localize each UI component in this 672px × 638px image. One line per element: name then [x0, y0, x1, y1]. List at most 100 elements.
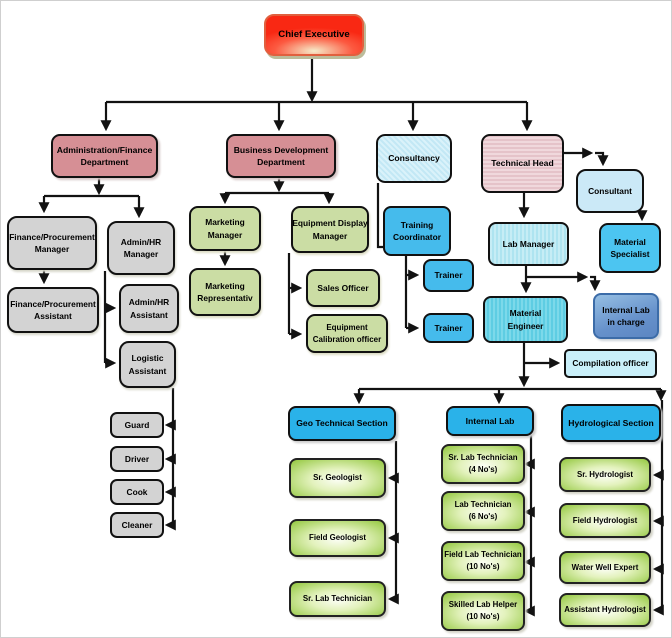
node-label: Lab Technician: [454, 500, 512, 510]
node-compilation-officer: Compilation officer: [564, 349, 657, 378]
node-water-well-expert: Water Well Expert: [559, 551, 651, 584]
node-label: Specialist: [610, 249, 650, 259]
node-label: Finance/Procurement: [9, 231, 95, 242]
node-label: (10 No's): [466, 612, 500, 621]
node-label: Geo Technical Section: [296, 418, 388, 429]
node-label: Assistant Hydrologist: [564, 605, 646, 615]
node-label: Cook: [126, 486, 148, 497]
node-driver: Driver: [110, 446, 164, 472]
node-training-coordinator: Training Coordinator: [383, 206, 451, 256]
node-label: Department: [257, 157, 305, 167]
node-label: Marketing: [205, 217, 245, 228]
node-label: Assistant: [128, 365, 167, 376]
node-label: Coordinator: [393, 232, 441, 242]
node-label: Consultancy: [388, 153, 440, 164]
node-il-skilled-lab-helper: Skilled Lab Helper (10 No's): [441, 591, 525, 631]
node-label: Material: [614, 236, 646, 247]
node-field-hydrologist: Field Hydrologist: [559, 503, 651, 538]
node-label: Manager: [312, 230, 348, 241]
node-label: Field Geologist: [309, 533, 366, 543]
node-label: Compilation officer: [572, 358, 649, 369]
node-label: (6 No's): [468, 512, 498, 521]
node-assistant-hydrologist: Assistant Hydrologist: [559, 593, 651, 627]
node-sr-hydrologist: Sr. Hydrologist: [559, 457, 651, 492]
node-finance-procurement-manager: Finance/Procurement Manager: [7, 216, 97, 270]
node-field-geologist: Field Geologist: [289, 519, 386, 557]
node-chief-executive: Chief Executive: [264, 14, 364, 56]
node-material-engineer: Material Engineer: [483, 296, 568, 343]
node-label: Sr. Geologist: [313, 473, 362, 483]
node-label: Trainer: [434, 322, 463, 333]
node-material-specialist: Material Specialist: [599, 223, 661, 273]
node-equipment-calibration-officer: Equipment Calibration officer: [306, 314, 388, 353]
node-sales-officer: Sales Officer: [306, 269, 380, 307]
connector-consultancy-to-coordinator: [376, 183, 383, 249]
node-label: Equipment: [326, 322, 368, 332]
node-label: Equipment Display: [292, 218, 368, 229]
node-label: (10 No's): [466, 562, 500, 571]
node-label: Calibration officer: [312, 334, 382, 344]
node-label: Trainer: [434, 270, 463, 281]
node-label: Engineer: [507, 320, 544, 331]
node-admin-finance-department: Administration/Finance Department: [51, 134, 158, 178]
node-internal-lab-in-charge: Internal Lab in charge: [593, 293, 659, 339]
node-business-development-department: Business Development Department: [226, 134, 336, 178]
node-hydrological-section: Hydrological Section: [561, 404, 661, 442]
node-label: Finance/Procurement: [10, 298, 96, 309]
node-admin-hr-manager: Admin/HR Manager: [107, 221, 175, 275]
node-geo-sr-lab-technician: Sr. Lab Technician: [289, 581, 386, 617]
node-label: Guard: [124, 419, 150, 430]
node-label: Sr. Hydrologist: [576, 469, 634, 479]
node-label: Manager: [207, 229, 243, 240]
node-label: Driver: [124, 453, 150, 464]
node-internal-lab-section: Internal Lab: [446, 406, 534, 436]
node-label: Business Development: [233, 144, 329, 155]
node-label: Consultant: [588, 185, 632, 196]
node-sr-geologist: Sr. Geologist: [289, 458, 386, 498]
node-label: Manager: [123, 249, 159, 259]
node-logistic-assistant: Logistic Assistant: [119, 341, 176, 388]
node-consultancy: Consultancy: [376, 134, 452, 183]
node-label: Lab Manager: [502, 238, 555, 249]
node-label: Cleaner: [121, 519, 153, 530]
node-geo-technical-section: Geo Technical Section: [288, 406, 396, 441]
node-label: in charge: [607, 317, 645, 327]
node-label: Sr. Lab Technician: [302, 594, 373, 604]
node-finance-procurement-assistant: Finance/Procurement Assistant: [7, 287, 99, 333]
node-label: Material: [509, 308, 542, 319]
node-equipment-display-manager: Equipment Display Manager: [291, 206, 369, 253]
node-label: Department: [80, 157, 129, 167]
node-label: Internal Lab: [465, 415, 515, 426]
node-label: Manager: [34, 244, 70, 254]
node-label: Field Lab Technician: [444, 550, 522, 560]
node-label: Marketing: [205, 280, 245, 291]
node-label: Field Hydrologist: [572, 515, 638, 525]
connector-th-to-consultant: [595, 151, 609, 167]
node-label: Representativ: [197, 293, 253, 303]
node-marketing-manager: Marketing Manager: [189, 206, 261, 251]
node-label: Chief Executive: [278, 29, 350, 41]
node-consultant: Consultant: [576, 169, 644, 213]
node-technical-head: Technical Head: [481, 134, 564, 193]
connector-lm-to-internal-lab: [589, 275, 601, 292]
node-label: Internal Lab: [602, 304, 650, 315]
node-trainer-2: Trainer: [423, 313, 474, 343]
node-label: Technical Head: [491, 158, 554, 169]
node-label: Sr. Lab Technician: [448, 453, 518, 463]
node-cleaner: Cleaner: [110, 512, 164, 538]
node-label: Logistic: [131, 353, 164, 364]
node-label: Administration/Finance: [56, 144, 153, 155]
node-guard: Guard: [110, 412, 164, 438]
node-il-field-lab-technician: Field Lab Technician (10 No's): [441, 541, 525, 581]
node-admin-hr-assistant: Admin/HR Assistant: [119, 284, 179, 333]
node-il-lab-technician: Lab Technician (6 No's): [441, 491, 525, 531]
node-label: Training: [400, 219, 434, 230]
node-marketing-representative: Marketing Representativ: [189, 268, 261, 316]
node-label: Admin/HR: [128, 297, 170, 308]
node-trainer-1: Trainer: [423, 259, 474, 292]
node-label: Assistant: [130, 309, 168, 320]
node-label: Hydrological Section: [568, 417, 654, 428]
node-cook: Cook: [110, 479, 164, 505]
